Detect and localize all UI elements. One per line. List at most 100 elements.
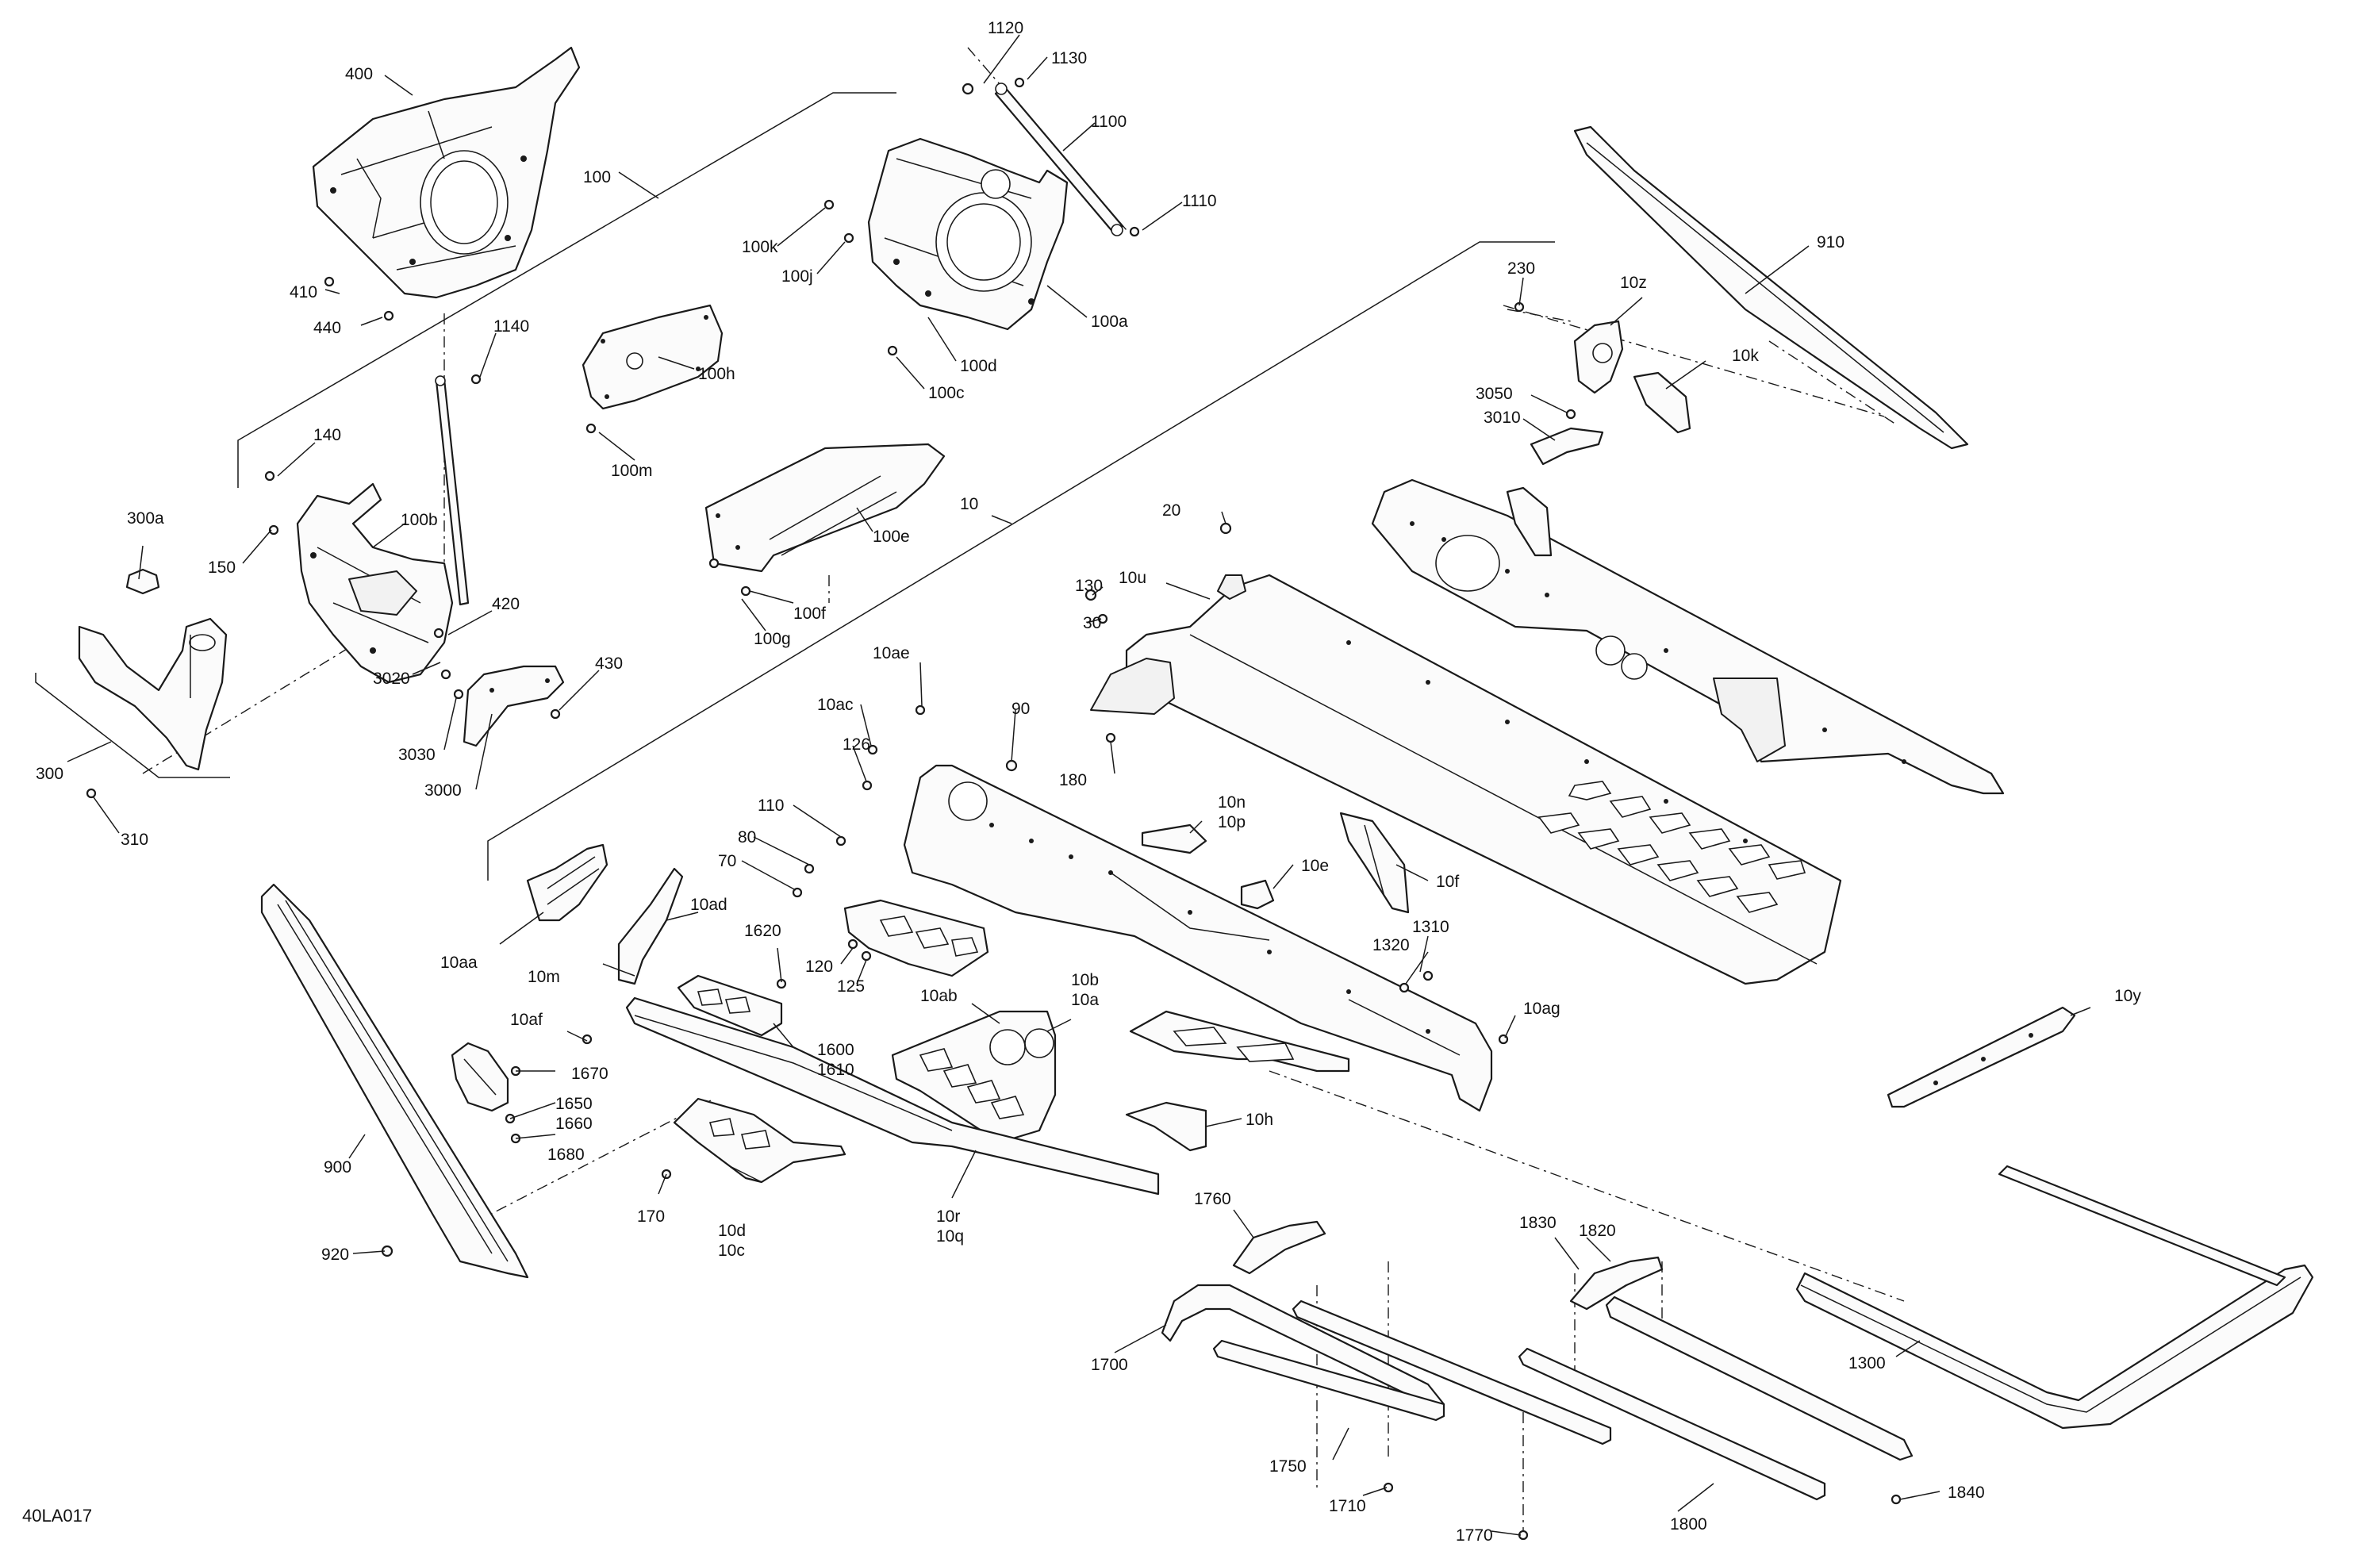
callout-10z: 10z — [1620, 274, 1647, 292]
callout-170: 170 — [637, 1207, 665, 1226]
callout-10m: 10m — [528, 968, 560, 986]
part-10k-bracket — [1633, 371, 1691, 434]
callout-1300: 1300 — [1848, 1354, 1886, 1372]
callout-10q: 10q — [936, 1227, 964, 1246]
callout-10ag: 10ag — [1523, 1000, 1560, 1018]
callout-1800: 1800 — [1670, 1515, 1707, 1534]
part-910-rail — [1573, 125, 1969, 450]
callout-1120: 1120 — [988, 19, 1023, 37]
callout-180: 180 — [1059, 771, 1087, 789]
callout-100g: 100g — [754, 630, 791, 648]
callout-100c: 100c — [928, 384, 965, 402]
callout-3050: 3050 — [1476, 385, 1513, 403]
callout-1610: 1610 — [817, 1061, 854, 1079]
callout-1130: 1130 — [1051, 49, 1087, 67]
callout-10a: 10a — [1071, 991, 1099, 1009]
part-1750-rail — [1212, 1339, 1445, 1422]
callout-1100: 1100 — [1091, 113, 1127, 131]
part-1840-rail — [1605, 1296, 1914, 1461]
part-300a-cap — [125, 568, 160, 595]
callout-100f: 100f — [793, 605, 826, 623]
callout-230: 230 — [1507, 259, 1535, 278]
fasteners — [86, 77, 1902, 1541]
part-10r-rail — [625, 996, 1160, 1196]
callout-150: 150 — [208, 559, 236, 577]
callout-100h: 100h — [698, 365, 735, 383]
part-400-front-frame — [312, 46, 581, 299]
callout-10k: 10k — [1732, 347, 1759, 365]
part-3010-bracket — [1530, 427, 1604, 466]
part-1100-rod — [994, 83, 1124, 236]
leader-lines — [67, 34, 2091, 1536]
callout-1140: 1140 — [493, 317, 529, 336]
part-100e-panel — [704, 443, 946, 573]
part-lower-plate — [1129, 1010, 1350, 1073]
callout-labels: 400 100 410 440 1120 1130 1100 1110 100k… — [36, 19, 2141, 1545]
part-100b-front-frame — [296, 482, 454, 684]
part-300-bracket — [78, 617, 228, 771]
part-10d-bracket — [673, 1097, 846, 1184]
callout-410: 410 — [290, 283, 317, 301]
callout-10af: 10af — [510, 1011, 543, 1029]
callout-10e: 10e — [1301, 857, 1329, 875]
callout-1840: 1840 — [1948, 1484, 1985, 1502]
assembly-bracket-300 — [35, 673, 230, 778]
part-1760-bracket — [1232, 1220, 1326, 1275]
part-1600-bracket — [677, 974, 783, 1037]
part-100a-front-frame — [867, 137, 1069, 331]
callout-10c: 10c — [718, 1242, 745, 1260]
callout-100d: 100d — [960, 357, 997, 375]
part-10m-bracket — [617, 867, 684, 985]
callout-10r: 10r — [936, 1207, 960, 1226]
part-10u-tunnel-top — [1090, 574, 1842, 985]
callout-420: 420 — [492, 595, 520, 613]
callout-1770: 1770 — [1456, 1526, 1493, 1543]
callout-1600: 1600 — [817, 1041, 854, 1059]
callout-440: 440 — [313, 319, 341, 337]
callout-120: 120 — [805, 958, 833, 976]
callout-3020: 3020 — [373, 670, 410, 688]
callout-430: 430 — [595, 654, 623, 673]
part-1800-rail — [1518, 1347, 1826, 1501]
part-10e-plate — [1240, 879, 1275, 910]
part-1300-bumper — [1795, 1165, 2314, 1430]
part-10n-strap — [1141, 823, 1207, 854]
callout-140: 140 — [313, 426, 341, 444]
callout-1310: 1310 — [1412, 918, 1449, 936]
callout-1320: 1320 — [1372, 936, 1410, 954]
part-tunnel-right-side — [1371, 478, 2005, 795]
part-100h-plate — [582, 304, 724, 410]
part-10h-plate — [1125, 1101, 1207, 1152]
callout-900: 900 — [324, 1158, 351, 1177]
callout-10p: 10p — [1218, 813, 1246, 831]
callout-1820: 1820 — [1579, 1222, 1616, 1240]
callout-10: 10 — [960, 495, 978, 513]
callout-126: 126 — [843, 735, 870, 754]
callout-1110: 1110 — [1182, 192, 1217, 210]
callout-1680: 1680 — [547, 1146, 585, 1164]
callout-10ad: 10ad — [690, 896, 727, 914]
part-1650-bracket — [451, 1042, 509, 1112]
callout-1620: 1620 — [744, 922, 781, 940]
part-10ab-plate — [843, 899, 989, 977]
callout-10f: 10f — [1436, 873, 1459, 891]
callout-3000: 3000 — [424, 781, 462, 800]
callout-20: 20 — [1162, 501, 1180, 520]
callout-1670: 1670 — [571, 1065, 608, 1083]
part-10b-plate — [891, 1010, 1057, 1144]
part-10f-plate — [1339, 812, 1410, 914]
callout-1760: 1760 — [1194, 1190, 1231, 1208]
callout-130: 130 — [1075, 577, 1103, 595]
callout-90: 90 — [1012, 700, 1030, 718]
callout-300: 300 — [36, 765, 63, 783]
part-1140-strut — [435, 375, 470, 606]
callout-920: 920 — [321, 1246, 349, 1264]
callout-3030: 3030 — [398, 746, 436, 764]
callout-10ab: 10ab — [920, 987, 958, 1005]
callout-100: 100 — [583, 168, 611, 186]
drawing-code: 40LA017 — [22, 1506, 93, 1526]
callout-1700: 1700 — [1091, 1356, 1128, 1374]
callout-10u: 10u — [1119, 569, 1146, 587]
part-3000-bracket — [463, 665, 565, 747]
